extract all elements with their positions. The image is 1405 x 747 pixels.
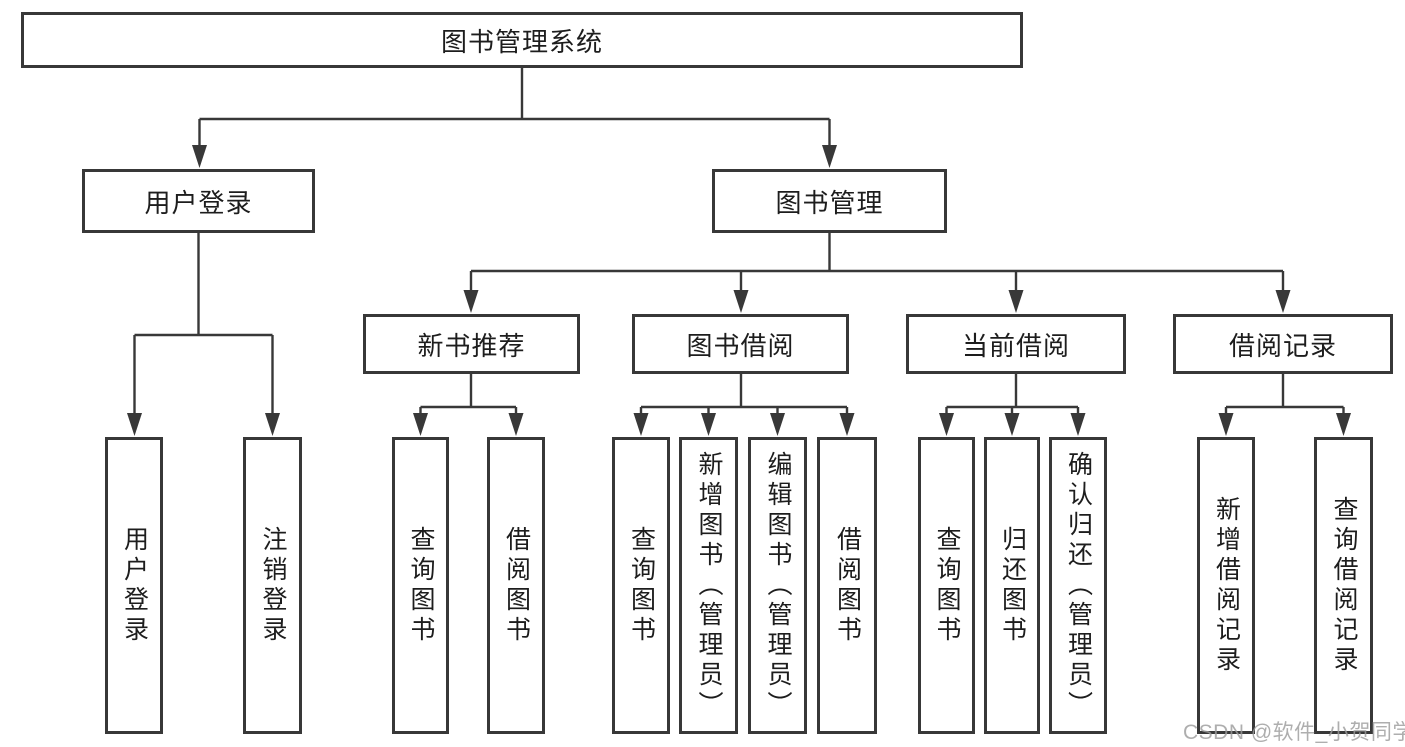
leaf-query-books-1: 查询图书 (392, 437, 449, 734)
node-current-borrowing: 当前借阅 (906, 314, 1126, 374)
arrowheads (127, 145, 1351, 436)
leaf-query-borrow-record: 查询借阅记录 (1314, 437, 1373, 734)
leaf-borrow-books-2: 借阅图书 (817, 437, 877, 734)
leaf-query-books-2: 查询图书 (612, 437, 670, 734)
node-book-borrowing: 图书借阅 (632, 314, 849, 374)
node-new-book-recommend: 新书推荐 (363, 314, 580, 374)
csdn-watermark: CSDN @软件_小贺同学 (1183, 721, 1405, 744)
leaf-add-borrow-record: 新增借阅记录 (1197, 437, 1255, 734)
node-book-management: 图书管理 (712, 169, 947, 233)
leaf-query-books-3: 查询图书 (918, 437, 975, 734)
node-root-system: 图书管理系统 (21, 12, 1023, 68)
leaf-add-books-admin: 新增图书（管理员） (679, 437, 738, 734)
leaf-edit-books-admin: 编辑图书（管理员） (748, 437, 807, 734)
leaf-borrow-books-1: 借阅图书 (487, 437, 545, 734)
leaf-user-login: 用户登录 (105, 437, 163, 734)
node-user-login: 用户登录 (82, 169, 315, 233)
leaf-confirm-return-admin: 确认归还（管理员） (1049, 437, 1107, 734)
node-borrowing-records: 借阅记录 (1173, 314, 1393, 374)
leaf-logout: 注销登录 (243, 437, 302, 734)
leaf-return-books: 归还图书 (984, 437, 1040, 734)
